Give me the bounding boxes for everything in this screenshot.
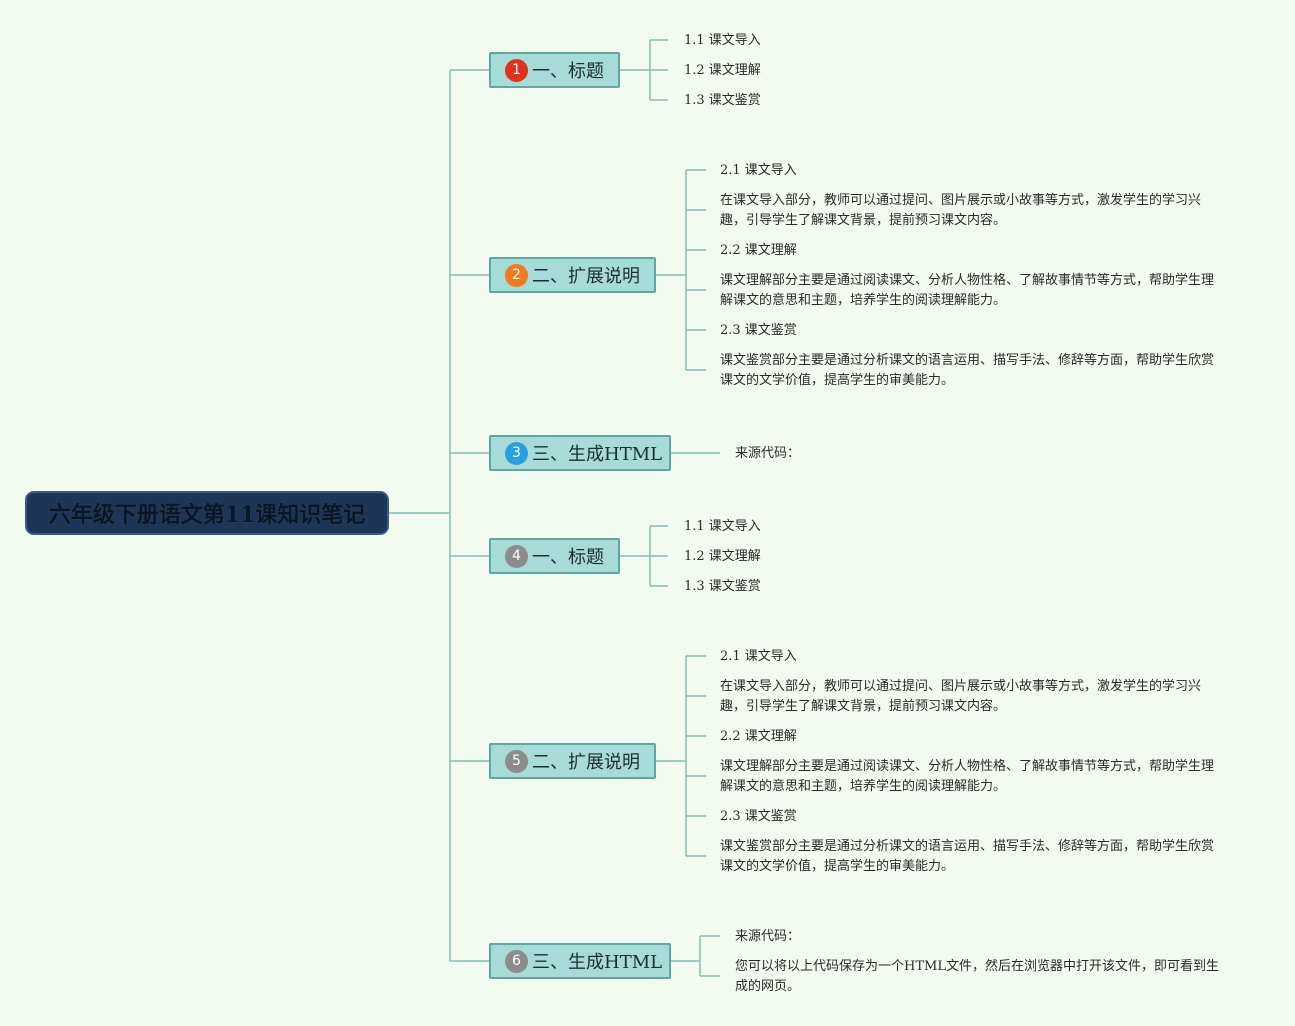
priority-5-icon: 5 [505, 749, 528, 773]
branch-2-child-5[interactable]: 2.3 课文鉴赏 [720, 323, 797, 338]
branch-5-child-2[interactable]: 在课文导入部分，教师可以通过提问、图片展示或小故事等方式，激发学生的学习兴趣，引… [720, 679, 1202, 714]
branch-5-child-6[interactable]: 课文鉴赏部分主要是通过分析课文的语言运用、描写手法、修辞等方面，帮助学生欣赏课文… [720, 839, 1215, 874]
branch-2-child-6[interactable]: 课文鉴赏部分主要是通过分析课文的语言运用、描写手法、修辞等方面，帮助学生欣赏课文… [720, 353, 1215, 388]
branch-6-topic[interactable]: 6 三、生成HTML [489, 943, 671, 979]
branch-3-child-1[interactable]: 来源代码： [735, 446, 801, 461]
branch-5-topic[interactable]: 5 二、扩展说明 [489, 743, 656, 779]
root-topic[interactable]: 六年级下册语文第11课知识笔记 [25, 491, 389, 535]
branch-3-topic[interactable]: 3 三、生成HTML [489, 435, 671, 471]
branch-4-topic[interactable]: 4 一、标题 [489, 538, 620, 574]
branch-2-child-3[interactable]: 2.2 课文理解 [720, 243, 797, 258]
branch-1-topic[interactable]: 1 一、标题 [489, 52, 620, 88]
branch-5-child-1[interactable]: 2.1 课文导入 [720, 649, 797, 664]
branch-2-child-2[interactable]: 在课文导入部分，教师可以通过提问、图片展示或小故事等方式，激发学生的学习兴趣，引… [720, 193, 1202, 228]
priority-2-icon: 2 [505, 263, 528, 287]
branch-3-label: 三、生成HTML [532, 444, 663, 465]
branch-4-child-1[interactable]: 1.1 课文导入 [684, 519, 761, 534]
priority-1-icon: 1 [505, 58, 528, 82]
branch-1-child-3[interactable]: 1.3 课文鉴赏 [684, 93, 761, 108]
branch-2-child-1[interactable]: 2.1 课文导入 [720, 163, 797, 178]
branch-4-child-2[interactable]: 1.2 课文理解 [684, 549, 761, 564]
priority-3-icon: 3 [505, 441, 528, 465]
branch-6-child-2[interactable]: 您可以将以上代码保存为一个HTML文件，然后在浏览器中打开该文件，即可看到生成的… [735, 959, 1219, 994]
priority-4-icon: 4 [505, 544, 528, 568]
branch-1-label: 一、标题 [532, 61, 604, 82]
branch-5-child-3[interactable]: 2.2 课文理解 [720, 729, 797, 744]
branch-4-label: 一、标题 [532, 547, 604, 568]
root-topic-label: 六年级下册语文第11课知识笔记 [48, 502, 366, 528]
branch-5-child-4[interactable]: 课文理解部分主要是通过阅读课文、分析人物性格、了解故事情节等方式，帮助学生理解课… [720, 759, 1215, 794]
branch-2-topic[interactable]: 2 二、扩展说明 [489, 257, 656, 293]
branch-2-child-4[interactable]: 课文理解部分主要是通过阅读课文、分析人物性格、了解故事情节等方式，帮助学生理解课… [720, 273, 1215, 308]
branch-1-child-2[interactable]: 1.2 课文理解 [684, 63, 761, 78]
branch-1-child-1[interactable]: 1.1 课文导入 [684, 33, 761, 48]
branch-6-child-1[interactable]: 来源代码： [735, 929, 801, 944]
branch-2-label: 二、扩展说明 [532, 266, 640, 287]
branch-5-label: 二、扩展说明 [532, 752, 640, 773]
branch-6-label: 三、生成HTML [532, 952, 663, 973]
branch-4-child-3[interactable]: 1.3 课文鉴赏 [684, 579, 761, 594]
priority-6-icon: 6 [505, 949, 528, 973]
branch-5-child-5[interactable]: 2.3 课文鉴赏 [720, 809, 797, 824]
